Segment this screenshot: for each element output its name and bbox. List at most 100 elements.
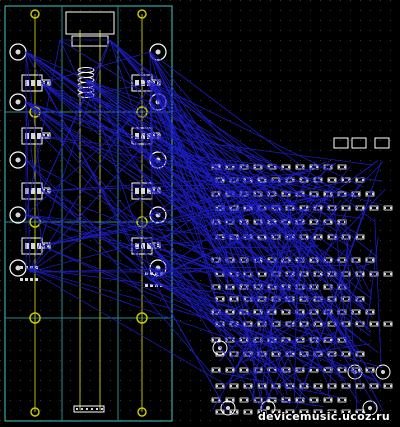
ratsnest-line-icon xyxy=(25,159,151,281)
ratsnest-line-icon xyxy=(85,82,153,96)
ic-footprint[interactable] xyxy=(374,137,390,149)
header-strip[interactable] xyxy=(20,278,38,281)
ratsnest-line-icon xyxy=(151,82,257,360)
pad-icon[interactable] xyxy=(383,205,393,211)
pad-icon[interactable] xyxy=(211,367,221,373)
ratsnest-line-icon xyxy=(25,101,270,187)
pad-icon[interactable] xyxy=(341,205,351,211)
pad-icon[interactable] xyxy=(383,383,393,389)
smd-part[interactable] xyxy=(41,132,51,139)
ratsnest-line-icon xyxy=(85,79,153,192)
pad-icon[interactable] xyxy=(327,234,337,240)
ratsnest-line-icon xyxy=(149,279,361,352)
pad-icon[interactable] xyxy=(211,397,221,403)
mount-hole-icon xyxy=(137,407,147,417)
ratsnest-line-icon xyxy=(41,82,365,311)
jack-footprint[interactable] xyxy=(375,364,391,380)
jack-footprint[interactable] xyxy=(260,400,276,416)
ratsnest-line-icon xyxy=(25,214,274,243)
pad-icon[interactable] xyxy=(215,383,225,389)
pad-icon[interactable] xyxy=(313,409,323,415)
pad-icon[interactable] xyxy=(337,397,347,403)
ratsnest-line-icon xyxy=(149,159,234,244)
pad-icon[interactable] xyxy=(285,409,295,415)
pad-icon[interactable] xyxy=(337,367,347,373)
pad-icon[interactable] xyxy=(337,164,347,170)
pad-icon[interactable] xyxy=(369,205,379,211)
ratsnest-line-icon xyxy=(29,190,153,273)
pad-icon[interactable] xyxy=(243,409,253,415)
pad-icon[interactable] xyxy=(383,271,393,277)
pad-icon[interactable] xyxy=(313,383,323,389)
pad-icon[interactable] xyxy=(225,309,235,315)
ratsnest-line-icon xyxy=(41,39,111,192)
ratsnest-line-icon xyxy=(217,372,341,398)
pad-icon[interactable] xyxy=(281,164,291,170)
ratsnest-line-icon xyxy=(25,51,321,186)
ratsnest-line-icon xyxy=(216,303,336,338)
ratsnest-line-icon xyxy=(151,82,371,334)
ratsnest-line-icon xyxy=(249,196,328,384)
ratsnest-line-icon xyxy=(149,267,245,329)
ratsnest-line-icon xyxy=(322,197,372,296)
pad-icon[interactable] xyxy=(229,383,239,389)
ratsnest-line-icon xyxy=(235,200,341,369)
pad-icon[interactable] xyxy=(239,367,249,373)
pad-icon[interactable] xyxy=(271,409,281,415)
ratsnest-line-icon xyxy=(151,245,231,276)
jack-footprint[interactable] xyxy=(220,400,236,416)
pad-icon[interactable] xyxy=(239,397,249,403)
ratsnest-line-icon xyxy=(85,79,337,231)
ratsnest-line-icon xyxy=(149,267,267,369)
pad-icon[interactable] xyxy=(369,321,379,327)
mount-hole-icon xyxy=(29,312,41,324)
ratsnest-line-icon xyxy=(149,159,281,169)
pad-icon[interactable] xyxy=(327,409,337,415)
ratsnest-line-icon xyxy=(25,51,276,310)
ratsnest-line-icon xyxy=(41,82,228,173)
pad-icon[interactable] xyxy=(271,351,281,357)
pad-icon[interactable] xyxy=(225,367,235,373)
ratsnest-line-icon xyxy=(29,82,153,273)
ratsnest-line-icon xyxy=(241,207,288,395)
ratsnest-line-icon xyxy=(222,331,337,386)
jack-footprint[interactable] xyxy=(212,340,228,356)
ratsnest-line-icon xyxy=(41,135,151,161)
ic-footprint[interactable] xyxy=(333,137,349,149)
pad-icon[interactable] xyxy=(257,409,267,415)
pad-icon[interactable] xyxy=(323,397,333,403)
pad-icon[interactable] xyxy=(383,321,393,327)
pad-icon[interactable] xyxy=(281,397,291,403)
ratsnest-line-icon xyxy=(41,82,151,161)
ratsnest-line-icon xyxy=(85,79,151,103)
ratsnest-line-icon xyxy=(262,199,364,306)
top-center-module[interactable] xyxy=(65,11,115,47)
ratsnest-line-icon xyxy=(272,339,311,369)
pad-icon[interactable] xyxy=(365,257,375,263)
pad-icon[interactable] xyxy=(229,409,239,415)
pad-icon[interactable] xyxy=(313,234,323,240)
pad-icon[interactable] xyxy=(215,409,225,415)
pad-icon[interactable] xyxy=(327,177,337,183)
ratsnest-line-icon xyxy=(244,352,331,398)
ratsnest-line-icon xyxy=(149,244,319,281)
pad-icon[interactable] xyxy=(299,409,309,415)
ratsnest-line-icon xyxy=(151,82,240,284)
bottom-connector[interactable] xyxy=(73,405,105,413)
ic-footprint[interactable] xyxy=(351,137,367,149)
ratsnest-line-icon xyxy=(151,245,260,405)
pad-icon[interactable] xyxy=(309,164,319,170)
pad-icon[interactable] xyxy=(309,397,319,403)
ratsnest-line-icon xyxy=(41,51,151,84)
jack-footprint[interactable] xyxy=(362,400,378,416)
ratsnest-line-icon xyxy=(25,51,153,137)
ratsnest-line-icon xyxy=(251,262,275,401)
pad-icon[interactable] xyxy=(225,397,235,403)
ratsnest-line-icon xyxy=(271,186,333,206)
ratsnest-line-icon xyxy=(246,244,252,250)
mount-hole-icon xyxy=(136,216,148,228)
pad-icon[interactable] xyxy=(341,409,351,415)
ratsnest-line-icon xyxy=(25,214,213,276)
ratsnest-line-icon xyxy=(149,267,263,360)
